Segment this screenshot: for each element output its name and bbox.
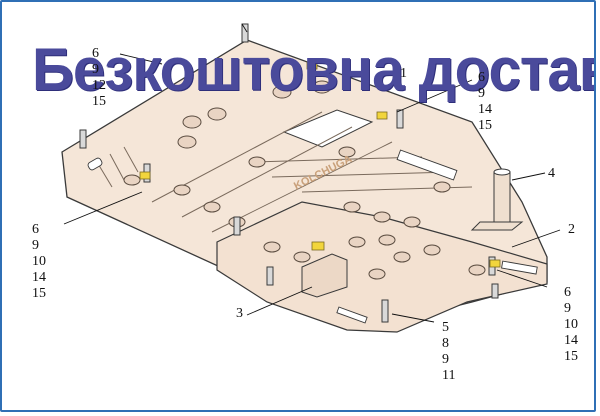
skid-plate-front [216, 201, 548, 333]
callout-part-2: 2 [568, 222, 575, 237]
callout-part-3: 3 [236, 306, 243, 321]
plate-slots [87, 149, 538, 324]
post-part-4 [470, 168, 524, 231]
callout-part-1: 1 [400, 66, 407, 81]
yellow-nuts [139, 61, 501, 268]
plate-holes [123, 80, 486, 280]
free-delivery-banner: Безкоштовна доставка [32, 36, 594, 103]
callout-part-4: 4 [548, 166, 555, 181]
bracket-part-3 [301, 253, 348, 298]
plate-window [282, 109, 374, 148]
skid-plate-drawing [61, 23, 561, 333]
leader-lines [63, 23, 561, 323]
